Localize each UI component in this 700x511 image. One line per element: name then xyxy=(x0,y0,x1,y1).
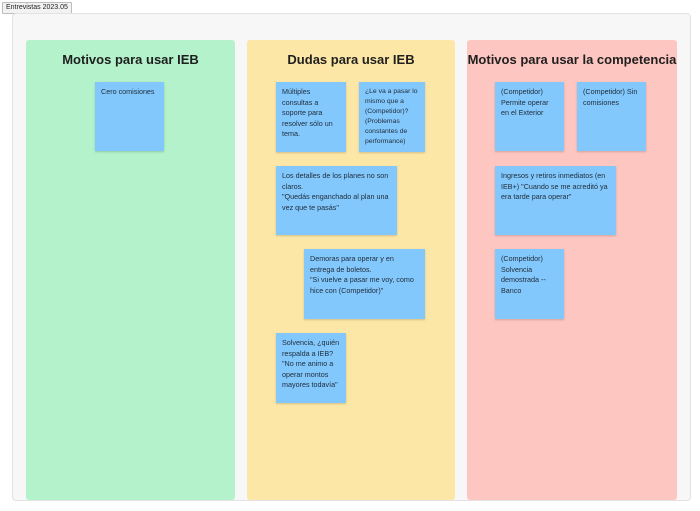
sticky-note[interactable]: Solvencia, ¿quién respalda a IEB? "No me… xyxy=(276,333,346,403)
board-frame: Motivos para usar IEB Cero comisiones Du… xyxy=(12,13,691,501)
column-title: Motivos para usar IEB xyxy=(62,52,199,67)
sticky-note[interactable]: (Competidor) Sin comisiones xyxy=(577,82,646,151)
sticky-note[interactable]: Cero comisiones xyxy=(95,82,164,151)
column-motivos-ieb: Motivos para usar IEB Cero comisiones xyxy=(26,40,235,500)
sticky-note[interactable]: Los detalles de los planes no son claros… xyxy=(276,166,397,235)
sticky-note[interactable]: Múltiples consultas a soporte para resol… xyxy=(276,82,346,152)
sticky-note[interactable]: Demoras para operar y en entrega de bole… xyxy=(304,249,425,319)
column-motivos-competencia: Motivos para usar la competencia (Compet… xyxy=(467,40,677,500)
sticky-note[interactable]: ¿Le va a pasar lo mismo que a (Competido… xyxy=(359,82,425,152)
sticky-note[interactable]: (Competidor) Permite operar en el Exteri… xyxy=(495,82,564,151)
column-dudas-ieb: Dudas para usar IEB Múltiples consultas … xyxy=(247,40,455,500)
column-title: Dudas para usar IEB xyxy=(287,52,415,67)
sticky-note[interactable]: (Competidor) Solvencia demostrada -- Ban… xyxy=(495,249,564,319)
column-title: Motivos para usar la competencia xyxy=(467,52,677,67)
sticky-note[interactable]: Ingresos y retiros inmediatos (en IEB+) … xyxy=(495,166,616,235)
